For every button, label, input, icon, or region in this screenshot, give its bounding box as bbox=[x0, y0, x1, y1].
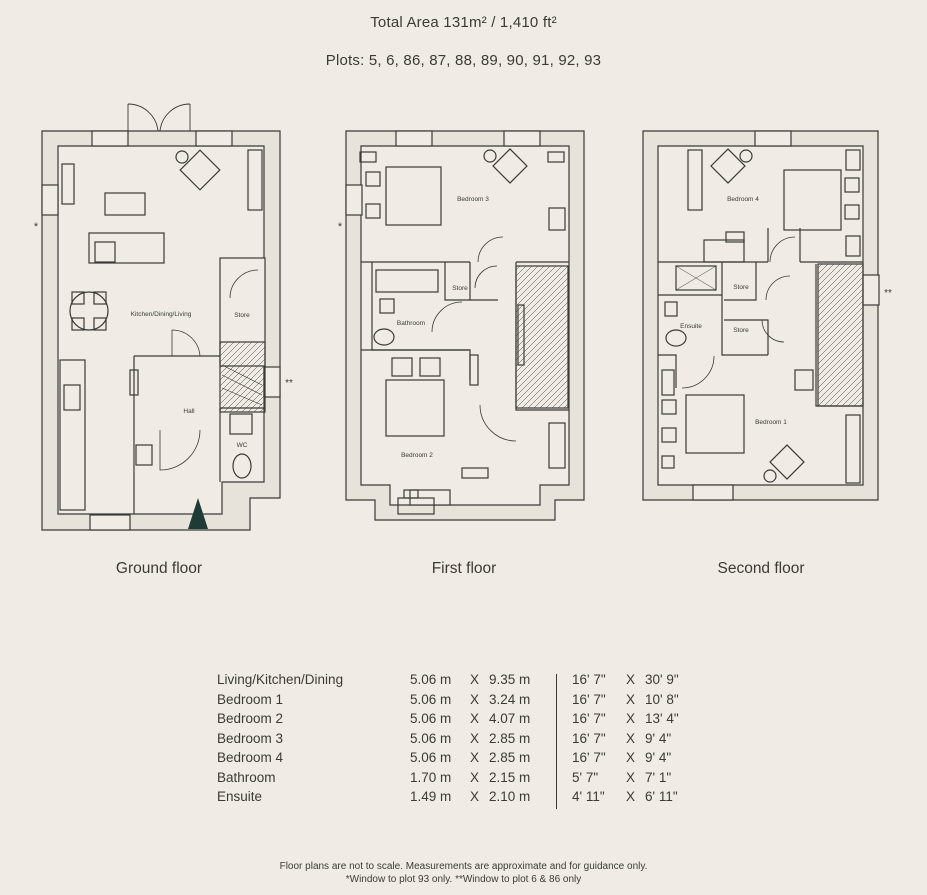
window-marker-double: ** bbox=[285, 378, 293, 389]
schedule-ft-l: 13' 4" bbox=[645, 711, 679, 726]
schedule-m-l: 3.24 m bbox=[489, 691, 531, 707]
schedule-ft-l: 30' 9" bbox=[645, 672, 679, 687]
schedule-m-l: 2.10 m bbox=[489, 789, 531, 804]
schedule-ft-l: 9' 4" bbox=[645, 730, 672, 746]
schedule-ft-w: 16' 7" bbox=[572, 750, 606, 765]
schedule-separator: X bbox=[470, 691, 480, 707]
schedule-room: Bathroom bbox=[217, 769, 276, 785]
schedule-separator: X bbox=[470, 750, 480, 765]
room-bedroom2-label: Bedroom 2 bbox=[401, 452, 433, 459]
schedule-separator: X bbox=[626, 691, 636, 707]
schedule-separator: X bbox=[470, 730, 480, 746]
schedule-m-w: 5.06 m bbox=[410, 711, 452, 726]
ground-floor-caption: Ground floor bbox=[115, 560, 203, 577]
room-store-label: Store bbox=[733, 284, 749, 291]
schedule-room: Bedroom 4 bbox=[217, 750, 284, 765]
schedule-m-w: 5.06 m bbox=[410, 750, 452, 765]
schedule-ft-w: 4' 11" bbox=[572, 789, 605, 804]
schedule-separator: X bbox=[626, 769, 636, 785]
schedule-m-l: 2.85 m bbox=[489, 750, 531, 765]
floor-plans: Kitchen/Dining/Living Store Hall WC * **… bbox=[34, 103, 892, 531]
schedule-divider bbox=[556, 674, 557, 809]
room-bedroom4-label: Bedroom 4 bbox=[727, 196, 759, 203]
schedule-m-l: 2.15 m bbox=[489, 769, 531, 785]
plots-list: Plots: 5, 6, 86, 87, 88, 89, 90, 91, 92,… bbox=[325, 52, 602, 69]
first-floor-plan bbox=[345, 130, 585, 521]
room-hall-label: Hall bbox=[183, 408, 195, 415]
schedule-room: Bedroom 2 bbox=[217, 711, 284, 726]
schedule-m-w: 5.06 m bbox=[410, 691, 452, 707]
schedule-separator: X bbox=[626, 789, 636, 804]
schedule-m-w: 5.06 m bbox=[410, 672, 452, 687]
schedule-m-w: 1.70 m bbox=[410, 769, 452, 785]
room-store-label: Store bbox=[733, 327, 749, 334]
schedule-ft-w: 16' 7" bbox=[572, 672, 606, 687]
total-area: Total Area 131m² / 1,410 ft² bbox=[370, 14, 557, 31]
window-marker-single: * bbox=[34, 221, 39, 233]
room-bathroom-label: Bathroom bbox=[397, 320, 425, 327]
schedule-ft-l: 10' 8" bbox=[645, 691, 679, 707]
room-kitchen-label: Kitchen/Dining/Living bbox=[131, 311, 192, 318]
schedule-ft-w: 16' 7" bbox=[572, 730, 606, 746]
schedule-ft-w: 16' 7" bbox=[572, 711, 606, 726]
schedule-ft-w: 5' 7" bbox=[572, 769, 599, 785]
schedule-separator: X bbox=[626, 672, 636, 687]
second-floor-plan bbox=[642, 130, 880, 501]
window-marker-double: ** bbox=[884, 288, 892, 299]
room-ensuite-label: Ensuite bbox=[680, 323, 702, 330]
schedule-separator: X bbox=[470, 789, 480, 804]
footer-window-note: *Window to plot 93 only. **Window to plo… bbox=[345, 874, 582, 885]
footer-disclaimer: Floor plans are not to scale. Measuremen… bbox=[279, 861, 648, 872]
second-floor-caption: Second floor bbox=[717, 560, 805, 577]
schedule-separator: X bbox=[626, 730, 636, 746]
entrance-arrow-icon bbox=[188, 498, 208, 529]
schedule-room: Bedroom 1 bbox=[217, 691, 284, 707]
schedule-separator: X bbox=[626, 750, 636, 765]
schedule-m-w: 5.06 m bbox=[410, 730, 452, 746]
schedule-room: Ensuite bbox=[217, 789, 263, 804]
room-store-label: Store bbox=[234, 312, 250, 319]
schedule-m-l: 4.07 m bbox=[489, 711, 531, 726]
room-bedroom3-label: Bedroom 3 bbox=[457, 196, 489, 203]
room-store-label: Store bbox=[452, 285, 468, 292]
schedule-m-l: 2.85 m bbox=[489, 730, 531, 746]
room-bedroom1-label: Bedroom 1 bbox=[755, 419, 787, 426]
schedule-separator: X bbox=[470, 769, 480, 785]
schedule-ft-l: 9' 4" bbox=[645, 750, 672, 765]
schedule-room: Bedroom 3 bbox=[217, 730, 284, 746]
schedule-m-w: 1.49 m bbox=[410, 789, 452, 804]
schedule-separator: X bbox=[470, 711, 480, 726]
schedule-m-l: 9.35 m bbox=[489, 672, 531, 687]
room-wc-label: WC bbox=[237, 442, 248, 449]
schedule-ft-l: 6' 11" bbox=[645, 789, 678, 804]
schedule-separator: X bbox=[626, 711, 636, 726]
first-floor-caption: First floor bbox=[431, 560, 497, 577]
schedule-ft-l: 7' 1" bbox=[645, 769, 672, 785]
schedule-ft-w: 16' 7" bbox=[572, 691, 606, 707]
window-marker-single: * bbox=[338, 221, 343, 233]
ground-floor-plan bbox=[41, 103, 281, 531]
schedule-room: Living/Kitchen/Dining bbox=[217, 672, 344, 687]
schedule-separator: X bbox=[470, 672, 480, 687]
